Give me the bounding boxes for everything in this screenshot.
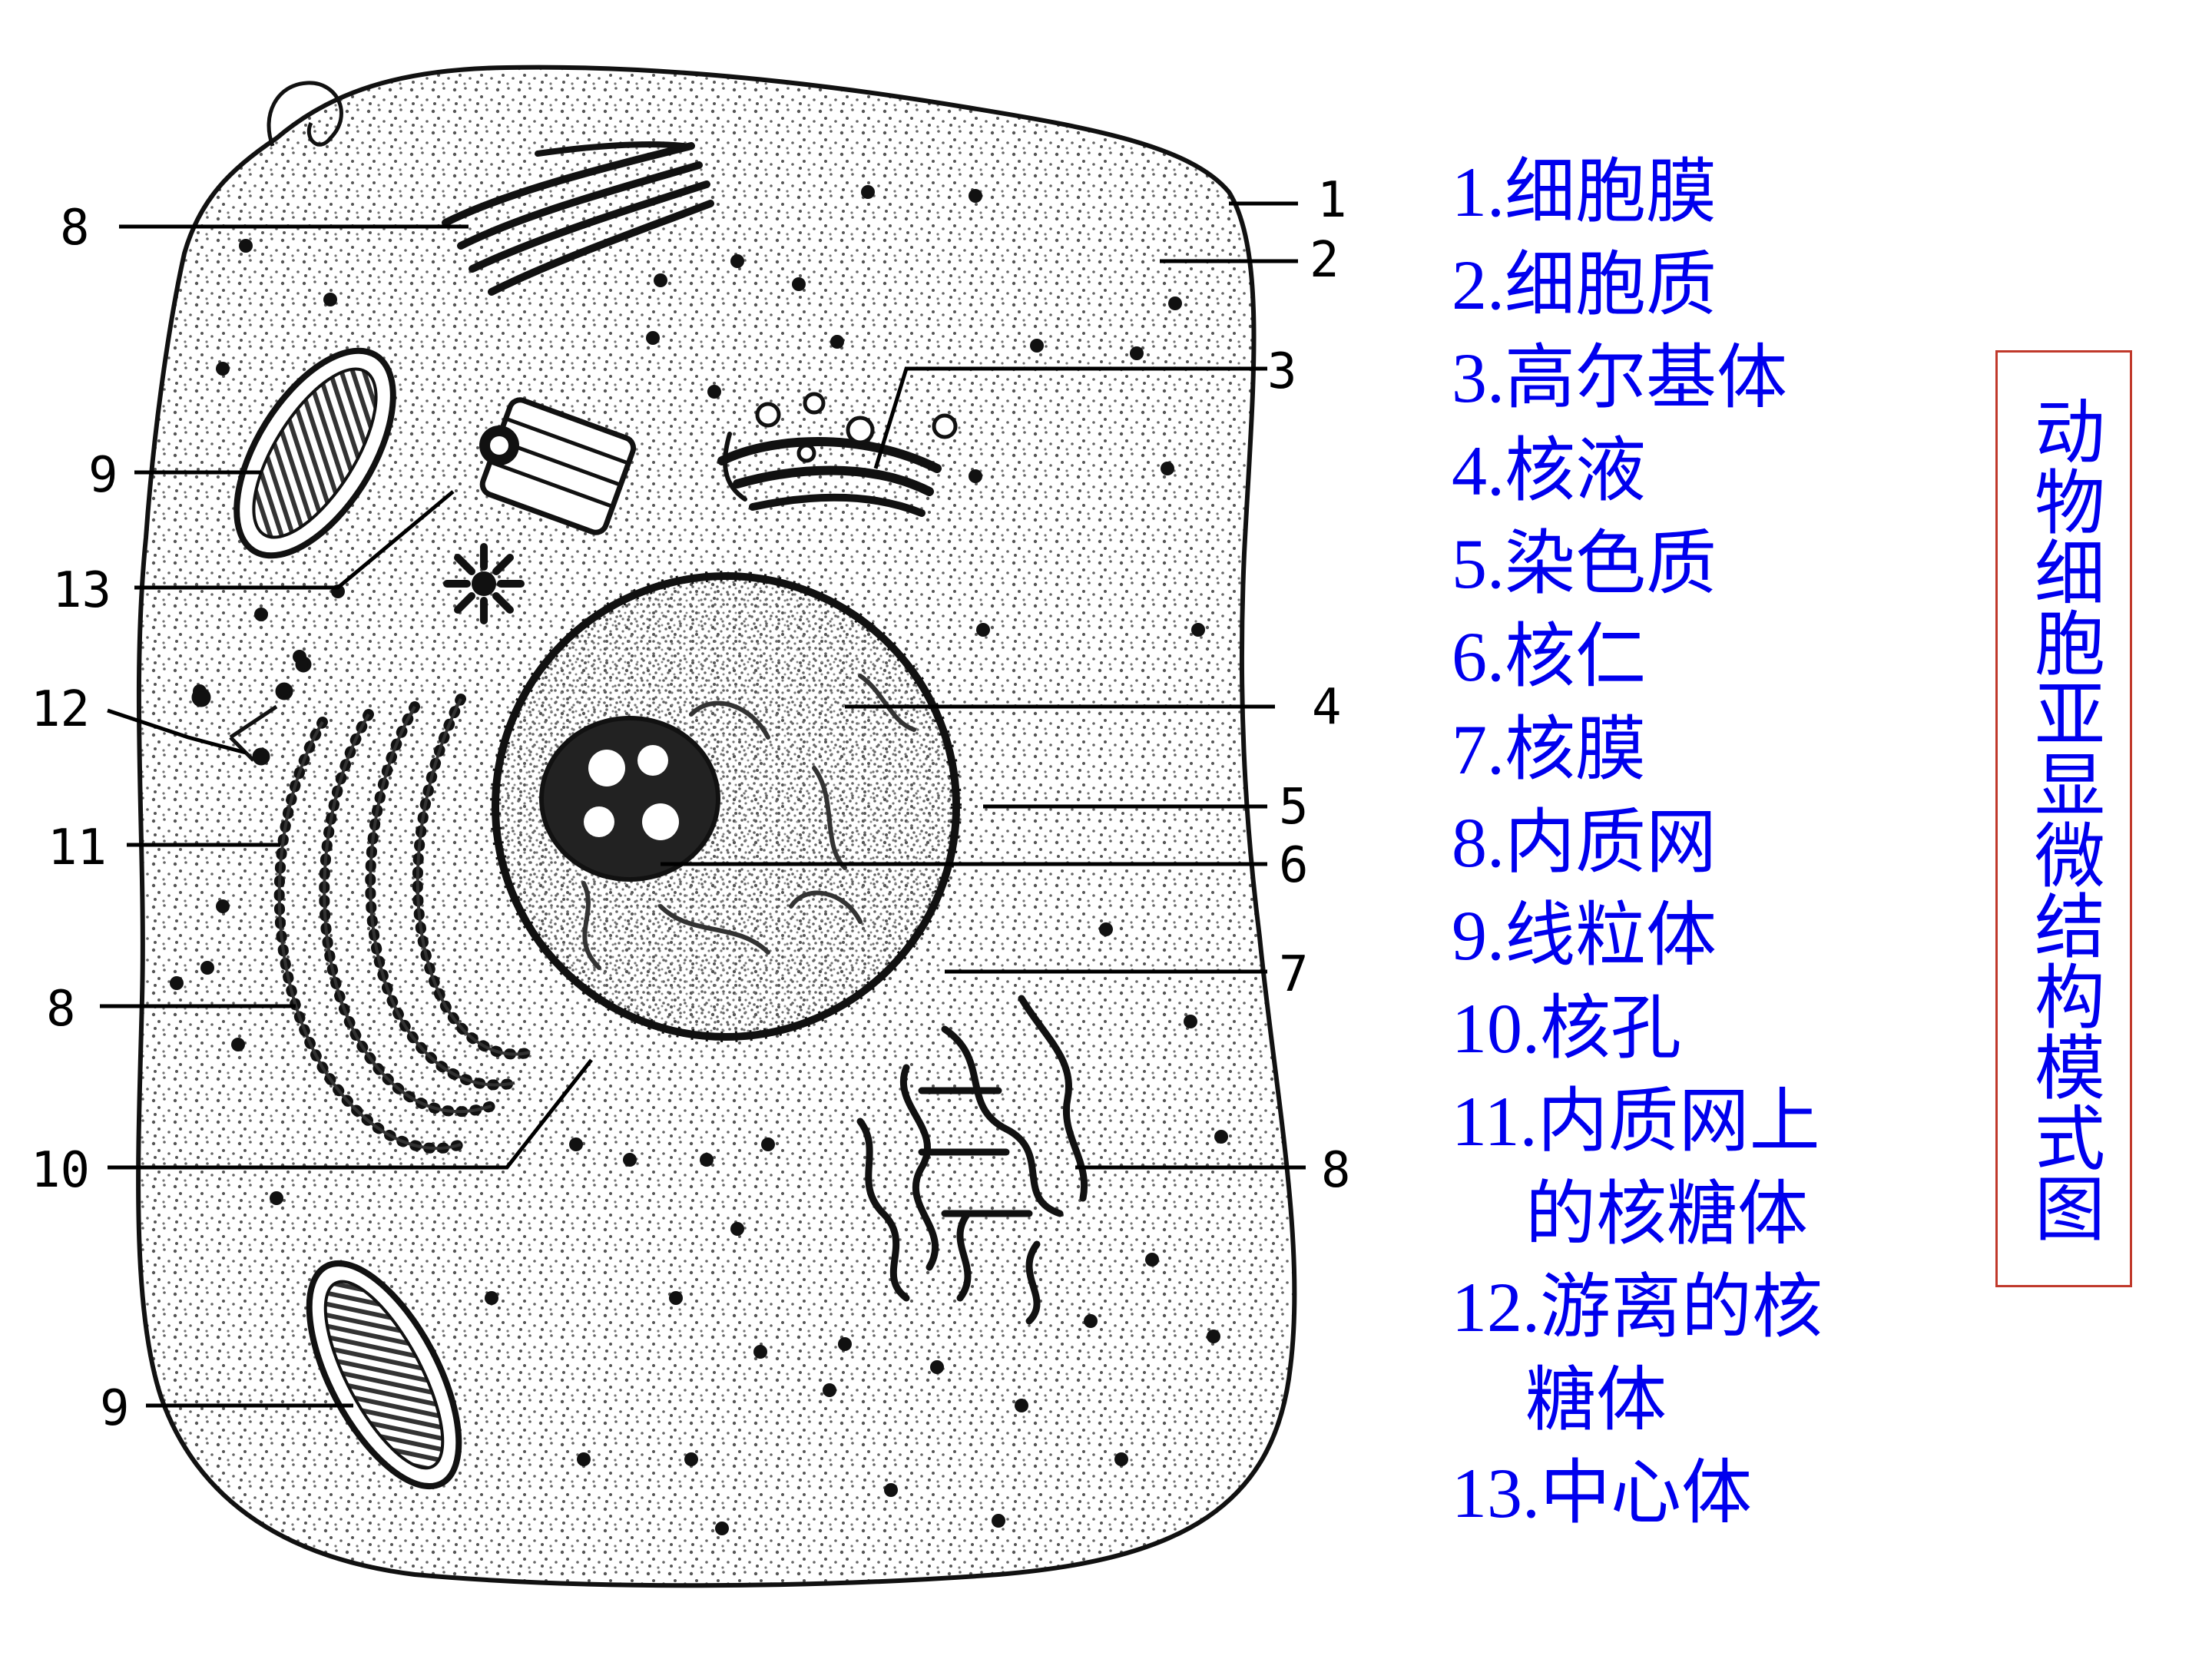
legend-item: 8.内质网 xyxy=(1452,803,1717,882)
legend-item: 12.游离的核糖体 xyxy=(1452,1261,1912,1447)
diagram-title: 动物细胞亚显微结构模式图 xyxy=(2022,395,2105,1243)
callout-12: 12 xyxy=(31,681,90,738)
legend: 1.细胞膜 2.细胞质 3.高尔基体 4.核液 5.染色质 6.核仁 7.核膜 … xyxy=(1452,146,1912,1540)
legend-item: 10.核孔 xyxy=(1452,989,1682,1068)
legend-item: 13.中心体 xyxy=(1452,1454,1753,1532)
legend-item: 11.内质网上的核糖体 xyxy=(1452,1075,1912,1261)
callout-8-top: 8 xyxy=(60,200,90,257)
golgi-apparatus xyxy=(717,392,958,517)
callout-numbers: 1 2 3 4 5 6 7 8 8 9 13 12 11 8 10 9 xyxy=(31,172,1351,1437)
callout-6: 6 xyxy=(1279,837,1309,894)
callout-10: 10 xyxy=(31,1142,90,1199)
callout-1: 1 xyxy=(1317,172,1347,229)
callout-13: 13 xyxy=(52,562,111,619)
callout-8-left: 8 xyxy=(46,981,76,1038)
cell-diagram: 1 2 3 4 5 6 7 8 8 9 13 12 11 8 10 9 xyxy=(31,65,1351,1588)
mitochondrion-top xyxy=(233,347,396,559)
callout-5: 5 xyxy=(1279,779,1309,836)
legend-item: 5.染色质 xyxy=(1452,525,1717,603)
callout-4: 4 xyxy=(1312,679,1342,736)
legend-item-continuation: 的核糖体 xyxy=(1525,1175,1809,1253)
mitochondrion-bottom xyxy=(306,1260,462,1490)
nucleolus xyxy=(539,716,720,882)
callout-9-bottom: 9 xyxy=(100,1380,130,1437)
cytoplasm-granules xyxy=(170,185,1228,1535)
rough-er-left-core xyxy=(277,698,531,1151)
legend-item-continuation: 糖体 xyxy=(1525,1361,1667,1439)
title-box: 动物细胞亚显微结构模式图 xyxy=(1995,350,2132,1287)
nucleus xyxy=(490,571,962,1042)
leader-lines xyxy=(100,201,1306,1408)
callout-8-right: 8 xyxy=(1321,1142,1351,1199)
callout-11: 11 xyxy=(48,820,107,876)
legend-item: 7.核膜 xyxy=(1452,710,1647,789)
legend-item: 4.核液 xyxy=(1452,432,1647,510)
callout-9-top: 9 xyxy=(88,447,118,504)
callout-7: 7 xyxy=(1279,946,1309,1003)
callout-2: 2 xyxy=(1310,232,1339,289)
callout-3: 3 xyxy=(1267,343,1297,400)
endoplasmic-reticulum-top xyxy=(442,141,714,296)
legend-item: 9.线粒体 xyxy=(1452,896,1717,975)
centrosome xyxy=(443,397,637,624)
legend-item: 6.核仁 xyxy=(1452,618,1647,696)
legend-item: 2.细胞质 xyxy=(1452,246,1717,324)
legend-item: 3.高尔基体 xyxy=(1452,339,1788,417)
free-ribosomes xyxy=(191,656,312,766)
legend-item: 1.细胞膜 xyxy=(1452,153,1717,231)
